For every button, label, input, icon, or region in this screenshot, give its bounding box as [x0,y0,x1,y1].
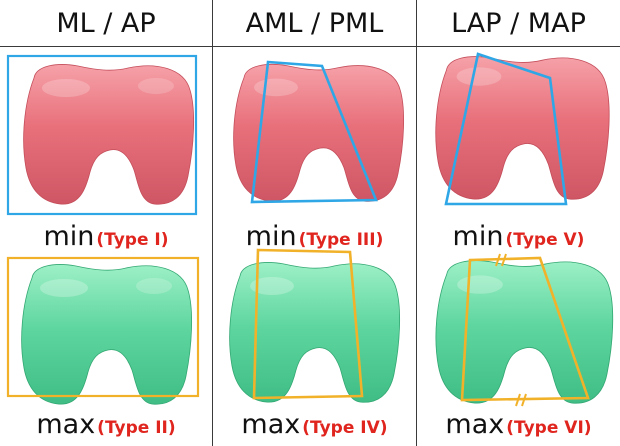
caption-type-1: min(Type I) [0,220,212,254]
caption-type-label: (Type III) [299,230,384,250]
caption-type-4: max(Type IV) [213,408,416,442]
caption-word: min [43,221,94,252]
caption-type-5: min(Type V) [417,220,620,254]
caption-word: max [36,409,95,440]
caption-type-label: (Type IV) [302,418,387,438]
bone-type-2 [22,265,192,405]
caption-type-label: (Type V) [505,230,584,250]
caption-type-label: (Type I) [96,230,168,250]
caption-type-label: (Type II) [97,418,175,438]
caption-word: max [241,409,300,440]
caption-word: min [246,221,297,252]
caption-type-2: max(Type II) [0,408,212,442]
caption-type-6: max(Type VI) [417,408,620,442]
caption-type-label: (Type VI) [506,418,591,438]
caption-word: min [453,221,504,252]
bone-type-1 [24,65,194,205]
caption-type-3: min(Type III) [213,220,416,254]
caption-word: max [445,409,504,440]
